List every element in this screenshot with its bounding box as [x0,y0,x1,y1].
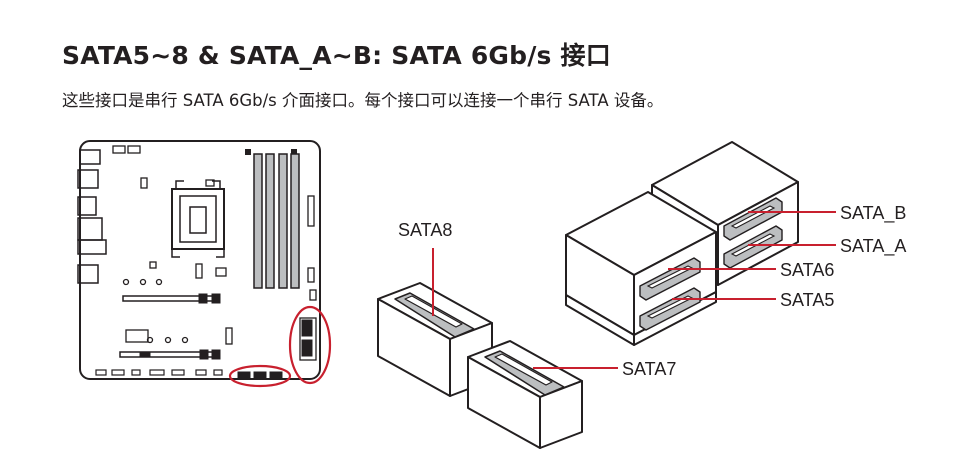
sata7-label: SATA7 [622,359,676,379]
motherboard-outline [79,140,321,380]
sata-ab-highlight [288,305,332,385]
sata-5-8-highlight [228,364,292,388]
sata8-label: SATA8 [398,220,452,240]
sata5-label: SATA5 [780,290,834,310]
sata7-connector [467,340,583,449]
section-description: 这些接口是串行 SATA 6Gb/s 介面接口。每个接口可以连接一个串行 SAT… [62,91,664,110]
leader-lines [432,211,836,369]
sata6-label: SATA6 [780,260,834,280]
sata-b-label: SATA_B [840,203,906,224]
motherboard-diagram [77,140,321,380]
section-heading: SATA5~8 & SATA_A~B: SATA 6Gb/s 接口 [62,41,611,70]
sata-a-label: SATA_A [840,236,906,257]
